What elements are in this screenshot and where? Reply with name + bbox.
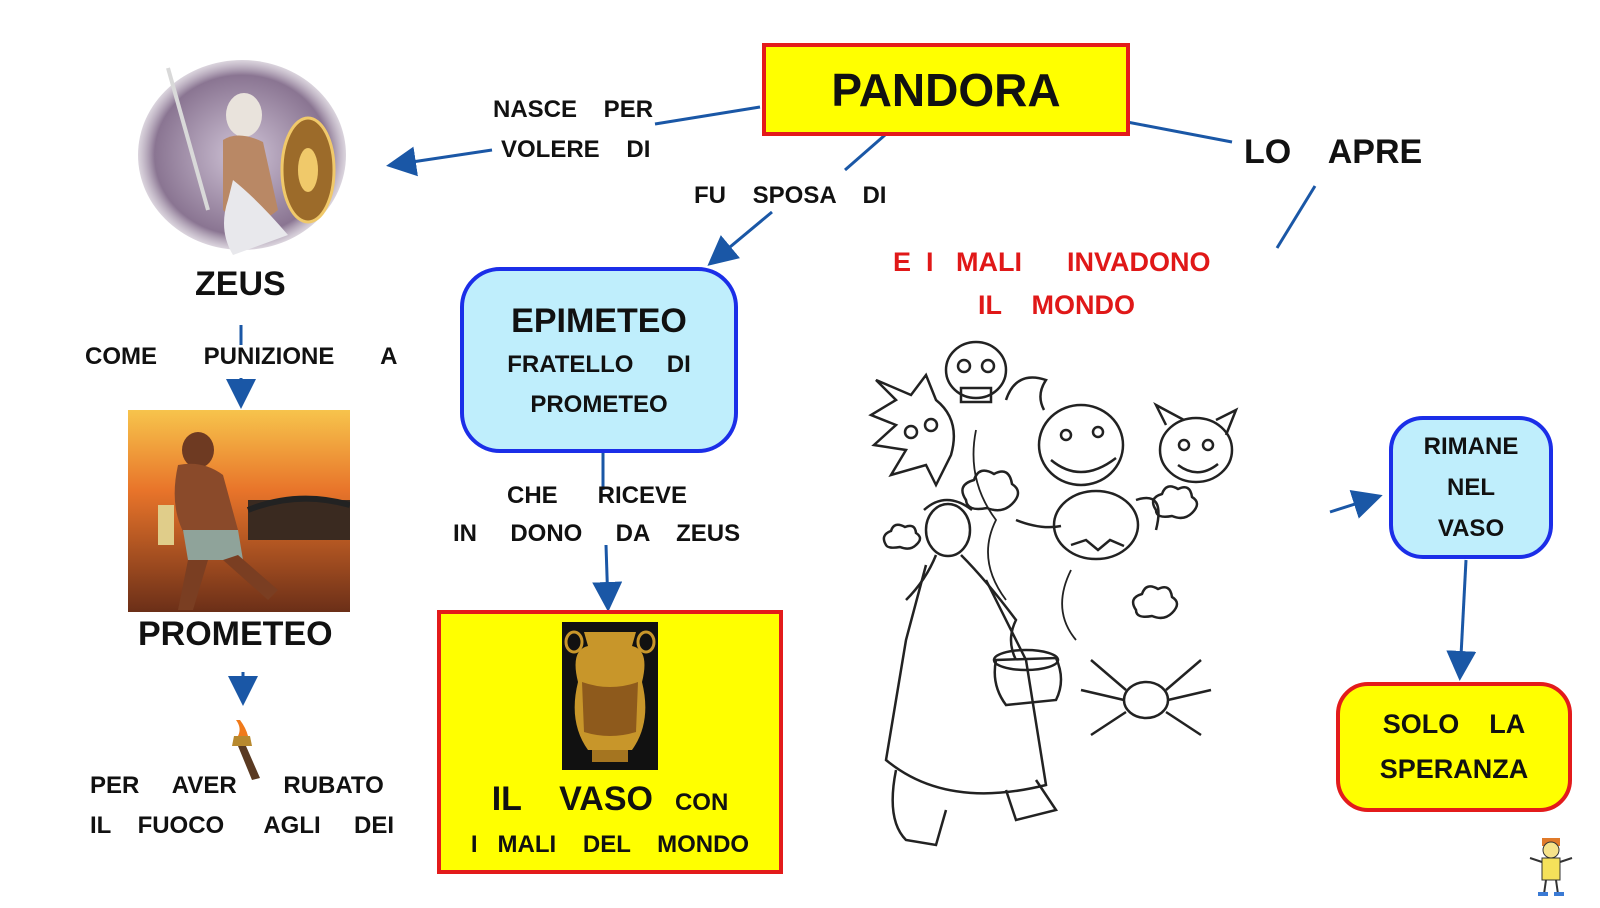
arrow-demons-rimane [1329, 490, 1383, 519]
vase-image [562, 622, 658, 770]
pandora-title: PANDORA [831, 63, 1061, 116]
label-in-dono: IN DONO DA ZEUS [453, 520, 741, 547]
vaso-con: CON [674, 789, 729, 816]
torch-icon [226, 718, 266, 780]
prometeo-label: PROMETEO [138, 615, 333, 653]
arrow-pandora-epimeteo-2 [707, 210, 773, 266]
arrow-pandora-epimeteo [844, 133, 886, 172]
label-lo-apre: LO APRE [1244, 133, 1423, 171]
vaso-box: IL VASO CON I MALI DEL MONDO [437, 610, 783, 874]
vaso-title: IL VASO [491, 780, 653, 818]
label-fu-sposa-di: FU SPOSA DI [694, 182, 887, 209]
label-mali-invadono: E I MALI INVADONO [893, 247, 1211, 277]
pandora-demons-illustration [866, 340, 1266, 860]
epimeteo-box: EPIMETEO FRATELLO DI PROMETEO [460, 267, 738, 453]
zeus-image [138, 60, 346, 260]
prometheus-image [128, 410, 351, 612]
line-pandora-loapre [1126, 120, 1233, 144]
speranza-line2: SPERANZA [1379, 754, 1529, 784]
arrow-pandora-zeus-2 [386, 146, 493, 177]
rimane-line1: RIMANE [1423, 432, 1519, 460]
label-il-fuoco: IL FUOCO AGLI DEI [90, 812, 395, 839]
zeus-label: ZEUS [195, 265, 286, 303]
arrow-pandora-zeus [654, 105, 761, 126]
epimeteo-line1: FRATELLO DI [507, 350, 691, 378]
epimeteo-title: EPIMETEO [511, 301, 687, 340]
label-nasce-per: NASCE PER [493, 96, 654, 123]
speranza-line1: SOLO LA [1382, 709, 1526, 739]
rimane-box: RIMANE NEL VASO [1389, 416, 1553, 559]
rimane-line2: NEL [1447, 473, 1495, 501]
label-il-mondo: IL MONDO [978, 290, 1136, 320]
rimane-line3: VASO [1437, 514, 1505, 542]
line-loapre-down [1275, 185, 1317, 249]
epimeteo-line2: PROMETEO [530, 390, 668, 418]
vaso-line2: I MALI DEL MONDO [470, 831, 750, 858]
arrow-rimane-speranza [1446, 559, 1477, 681]
label-come-punizione: COME PUNIZIONE A [85, 343, 398, 370]
arrow-epimeteo-vaso [592, 544, 623, 612]
mascot-icon [1528, 836, 1574, 898]
pandora-title-box: PANDORA [762, 43, 1130, 136]
label-volere-di: VOLERE DI [501, 136, 651, 163]
speranza-box: SOLO LA SPERANZA [1336, 682, 1572, 812]
label-che-riceve: CHE RICEVE [507, 482, 688, 509]
label-per-aver-rubato: PER AVER RUBATO [90, 772, 384, 799]
